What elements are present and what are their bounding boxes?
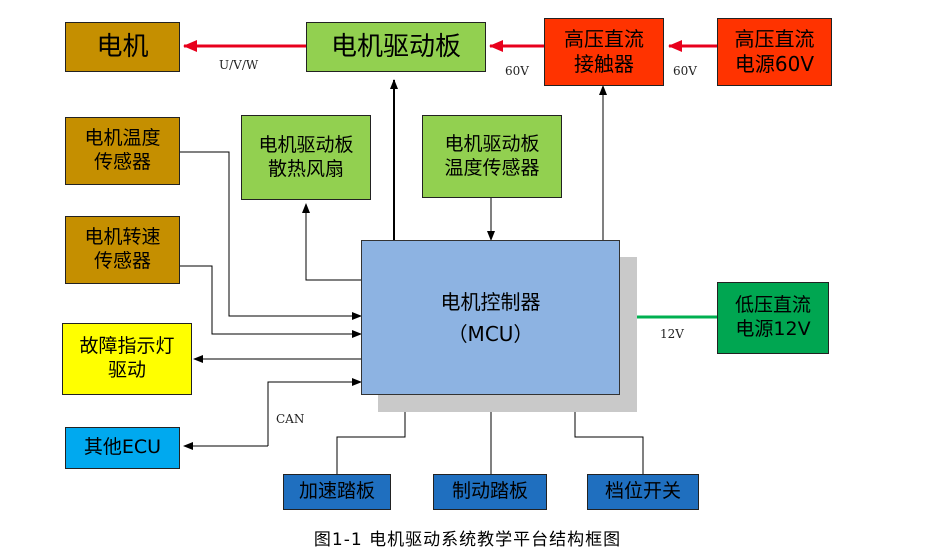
- hv-contactor-label: 高压直流 接触器: [564, 27, 644, 76]
- mcu-block: 电机控制器 （MCU）: [361, 240, 620, 395]
- hv-source-block: 高压直流 电源60V: [717, 18, 832, 86]
- v12-label: 12V: [660, 327, 684, 341]
- motor-drive-board-block: 电机驱动板: [306, 22, 486, 72]
- drive-temp-sensor-block: 电机驱动板 温度传感器: [422, 115, 562, 198]
- gear-to-mcu-line: [571, 395, 644, 474]
- accel-pedal-block: 加速踏板: [283, 474, 391, 510]
- v60-source-label: 60V: [673, 64, 697, 78]
- drive-temp-sensor-label: 电机驱动板 温度传感器: [444, 132, 540, 179]
- other-ecu-label: 其他ECU: [83, 436, 162, 459]
- v60-drive-label: 60V: [505, 64, 529, 78]
- hv-source-label: 高压直流 电源60V: [734, 27, 815, 76]
- ecu-can-line-in: [267, 378, 362, 446]
- motor-temp-to-mcu-line: [180, 151, 362, 320]
- fault-indicator-label: 故障指示灯 驱动: [79, 335, 175, 381]
- mcu-to-fan-line: [302, 203, 361, 281]
- hv-contactor-block: 高压直流 接触器: [544, 18, 664, 86]
- motor-speed-to-mcu-line: [180, 265, 362, 338]
- lv-source-block: 低压直流 电源12V: [717, 282, 829, 354]
- lv-source-label: 低压直流 电源12V: [734, 294, 811, 340]
- fault-indicator-block: 故障指示灯 驱动: [62, 323, 192, 395]
- other-ecu-block: 其他ECU: [65, 427, 180, 469]
- motor-block: 电机: [65, 22, 180, 72]
- uvw-label: U/V/W: [219, 58, 259, 72]
- motor-temp-sensor-label: 电机温度 传感器: [84, 127, 161, 173]
- gear-switch-label: 档位开关: [604, 480, 681, 503]
- mcu-label: 电机控制器 （MCU）: [440, 289, 541, 346]
- figure-caption: 图1-1 电机驱动系统教学平台结构框图: [313, 530, 622, 550]
- gear-switch-block: 档位开关: [587, 474, 699, 510]
- accel-pedal-label: 加速踏板: [298, 480, 375, 503]
- brake-pedal-label: 制动踏板: [451, 480, 528, 503]
- motor-temp-sensor-block: 电机温度 传感器: [65, 117, 180, 185]
- brake-pedal-block: 制动踏板: [433, 474, 547, 510]
- drive-fan-label: 电机驱动板 散热风扇: [258, 133, 354, 180]
- motor-label: 电机: [96, 31, 149, 62]
- motor-speed-sensor-label: 电机转速 传感器: [84, 226, 161, 272]
- motor-drive-board-label: 电机驱动板: [330, 31, 461, 62]
- drive-fan-block: 电机驱动板 散热风扇: [241, 115, 371, 200]
- accel-to-mcu-line: [336, 395, 409, 474]
- can-label: CAN: [276, 412, 305, 426]
- motor-speed-sensor-block: 电机转速 传感器: [65, 216, 180, 284]
